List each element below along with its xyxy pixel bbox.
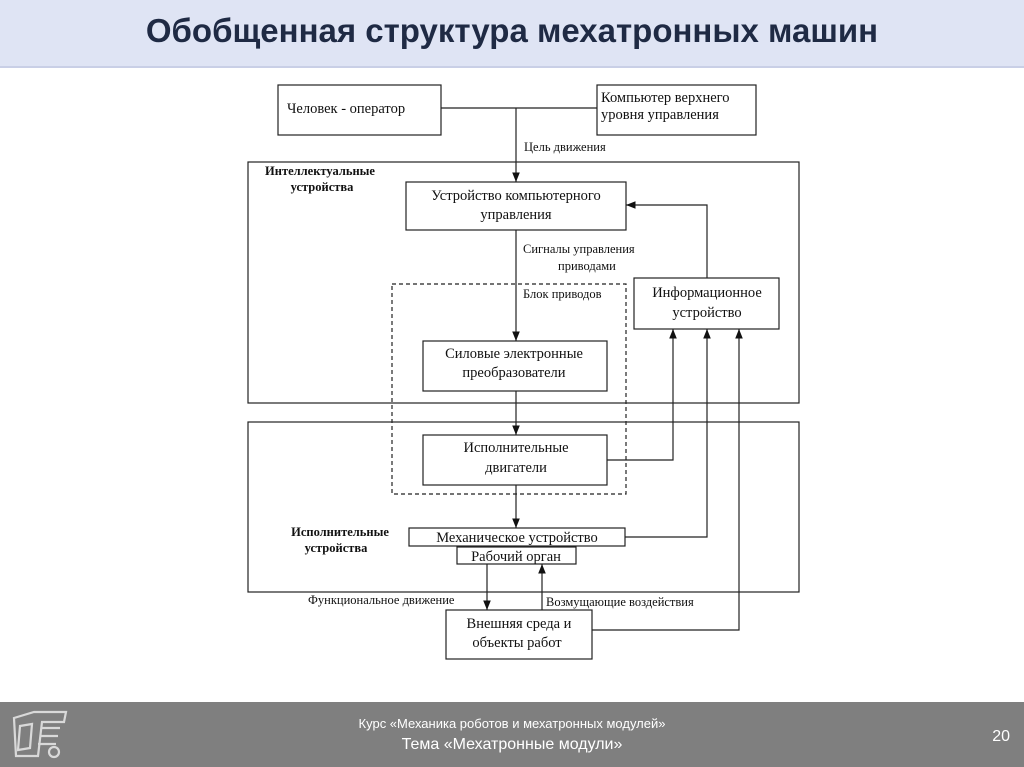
executive-devices-label: Исполнительные bbox=[291, 525, 389, 539]
operator-label: Человек - оператор bbox=[287, 101, 405, 117]
computer-control-label: Устройство компьютерного bbox=[431, 188, 600, 204]
working-organ-label: Рабочий орган bbox=[471, 549, 561, 565]
power-electronics-box bbox=[422, 340, 608, 392]
motion-goal-label: Цель движения bbox=[524, 140, 606, 154]
title-bar: Обобщенная структура мехатронных машин bbox=[0, 0, 1024, 68]
power-electronics-label: Силовые электронные bbox=[445, 346, 583, 362]
actuators-label: Исполнительные bbox=[463, 440, 568, 456]
drive-block-label: Блок приводов bbox=[523, 287, 602, 301]
top-computer-label-2: уровня управления bbox=[601, 107, 719, 123]
page-number: 20 bbox=[992, 728, 1010, 745]
actuators-to-info-arrow bbox=[607, 329, 677, 461]
intelligent-devices-label-2: устройства bbox=[291, 180, 355, 194]
footer: Курс «Механика роботов и мехатронных мод… bbox=[0, 702, 1024, 767]
top-computer-label: Компьютер верхнего bbox=[601, 90, 730, 106]
actuators-label-2: двигатели bbox=[485, 460, 547, 476]
disturbances-label: Возмущающие воздействия bbox=[546, 595, 694, 609]
functional-motion-label: Функциональное движение bbox=[308, 593, 455, 607]
info-feedback-arrow bbox=[626, 201, 708, 278]
footer-course: Курс «Механика роботов и мехатронных мод… bbox=[358, 716, 666, 731]
operator-box bbox=[277, 84, 442, 136]
control-signals-label-2: приводами bbox=[558, 259, 616, 273]
footer-topic: Тема «Мехатронные модули» bbox=[401, 736, 623, 753]
mechanical-device-label: Механическое устройство bbox=[436, 530, 598, 546]
intelligent-devices-frame bbox=[247, 161, 800, 404]
executive-devices-frame bbox=[247, 421, 800, 593]
control-signals-label: Сигналы управления bbox=[523, 242, 635, 256]
power-electronics-label-2: преобразователи bbox=[462, 365, 565, 381]
working-organ-box bbox=[456, 546, 577, 565]
university-logo bbox=[12, 710, 68, 759]
drive-block-frame bbox=[391, 283, 627, 495]
info-device-label-2: устройство bbox=[672, 305, 741, 321]
intelligent-devices-label: Интеллектуальные bbox=[265, 164, 375, 178]
top-computer-box bbox=[596, 84, 757, 136]
environment-box bbox=[445, 609, 593, 660]
executive-devices-label-2: устройства bbox=[305, 541, 369, 555]
environment-label: Внешняя среда и bbox=[467, 616, 572, 632]
mechatronic-structure-diagram: Интеллектуальные устройства Исполнительн… bbox=[247, 84, 800, 660]
info-device-box bbox=[633, 277, 780, 330]
environment-label-2: объекты работ bbox=[472, 635, 562, 651]
info-device-label: Информационное bbox=[652, 285, 762, 301]
slide-title: Обобщенная структура мехатронных машин bbox=[145, 12, 879, 49]
environment-to-info-arrow bbox=[592, 329, 743, 631]
mechanics-to-info-arrow bbox=[625, 329, 711, 538]
computer-control-label-2: управления bbox=[480, 207, 552, 223]
